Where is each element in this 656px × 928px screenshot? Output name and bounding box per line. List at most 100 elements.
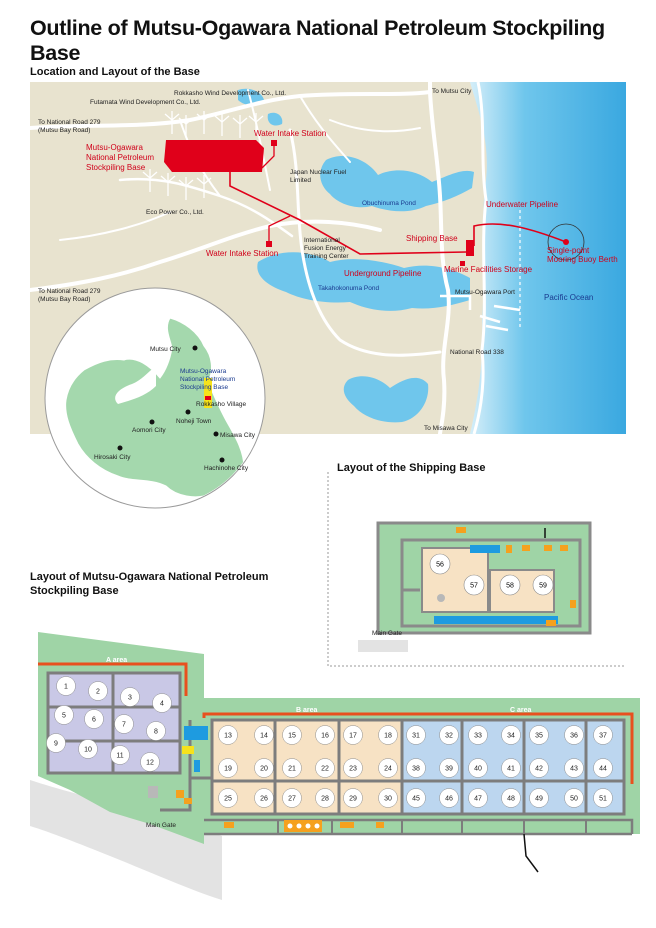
label-to-road-top-1: To National Road 279 xyxy=(38,119,101,126)
tank-number: 35 xyxy=(535,733,543,740)
shipping-building-orange-1 xyxy=(456,527,466,533)
tank-59 xyxy=(532,574,554,596)
tank-12: 12 xyxy=(140,752,160,772)
obuchinuma-pond xyxy=(320,155,474,212)
tank-42: 42 xyxy=(529,758,549,778)
inset-map: Mutsu City Rokkasho Village Noheji Town … xyxy=(44,287,266,509)
tank-15: 15 xyxy=(282,725,302,745)
service-road-dividers xyxy=(277,820,587,834)
inset-base-highlight xyxy=(204,378,212,408)
tank-circle xyxy=(152,693,172,713)
stockpile-main-gate-label: Main Gate xyxy=(146,822,176,829)
tank-45: 45 xyxy=(406,788,426,808)
label-japan-nuclear-1: Japan Nuclear Fuel xyxy=(290,169,347,176)
tank-4: 4 xyxy=(152,693,172,713)
tank-circle xyxy=(439,725,459,745)
intake-pipe-south xyxy=(268,215,291,241)
tank-circle xyxy=(54,705,74,725)
label-obuchinuma-pond: Obuchinuma Pond xyxy=(362,200,416,207)
tank-number: 2 xyxy=(96,689,100,696)
tank-number: 3 xyxy=(128,695,132,702)
tank-number: 37 xyxy=(599,733,607,740)
inset-label-mutsu-city: Mutsu City xyxy=(150,346,181,353)
tank-number: 40 xyxy=(474,766,482,773)
shipping-building-blue-1 xyxy=(470,545,500,553)
tank-49: 49 xyxy=(529,788,549,808)
tank-circle xyxy=(468,788,488,808)
tank-circle xyxy=(529,758,549,778)
tank-number: 14 xyxy=(260,733,268,740)
tank-30: 30 xyxy=(378,788,398,808)
tank-19: 19 xyxy=(218,758,238,778)
tank-circle xyxy=(564,725,584,745)
tank-number: 18 xyxy=(384,733,392,740)
stockpiling-base-marker xyxy=(164,140,264,172)
tank-18: 18 xyxy=(378,725,398,745)
tank-circle xyxy=(593,788,613,808)
tank-number: 10 xyxy=(84,747,92,754)
label-underwater-pipeline: Underwater Pipeline xyxy=(486,200,559,209)
pump-2 xyxy=(296,823,302,829)
tank-circle xyxy=(140,752,160,772)
label-single-point-1: Single-point xyxy=(547,246,590,255)
inset-label-rokkasho-village: Rokkasho Village xyxy=(196,401,246,408)
road-network xyxy=(30,82,451,434)
tank-22: 22 xyxy=(315,758,335,778)
label-water-intake-bottom: Water Intake Station xyxy=(206,249,278,258)
tank-38: 38 xyxy=(406,758,426,778)
tank-circle xyxy=(114,714,134,734)
admin-building-blue xyxy=(184,726,208,740)
tank-number: 29 xyxy=(349,796,357,803)
facility-labels: Water Intake Station Mutsu-Ogawara Natio… xyxy=(86,129,618,278)
tank-circle xyxy=(88,681,108,701)
tank-number: 42 xyxy=(535,766,543,773)
shipping-tanks: 56 57 58 59 xyxy=(429,553,554,596)
tank-number: 46 xyxy=(445,796,453,803)
label-pacific-ocean: Pacific Ocean xyxy=(544,293,593,302)
tank-number: 28 xyxy=(321,796,329,803)
tank-circle xyxy=(218,725,238,745)
tank-26: 26 xyxy=(254,788,274,808)
inset-label-base-line1: Mutsu-Ogawara xyxy=(180,368,227,375)
label-to-road-bottom-1: To National Road 279 xyxy=(38,288,101,295)
stockpile-heading-line1: Layout of Mutsu-Ogawara National Petrole… xyxy=(30,571,269,583)
tank-number: 20 xyxy=(260,766,268,773)
label-intl-fusion-1: International xyxy=(304,237,340,244)
aomori-prefecture-shape xyxy=(65,317,245,498)
tank-circle xyxy=(46,733,66,753)
label-intl-fusion-2: Fusion Energy xyxy=(304,245,347,252)
port-piers xyxy=(440,294,521,332)
shipping-main-gate-label: Main Gate xyxy=(372,630,402,637)
wind-turbines-south xyxy=(142,169,212,200)
tank-circle xyxy=(254,725,274,745)
tank-44: 44 xyxy=(593,758,613,778)
tank-circle xyxy=(468,758,488,778)
tank-circle xyxy=(564,788,584,808)
inset-label-base-line2: National Petroleum xyxy=(180,376,235,383)
tank-number: 15 xyxy=(288,733,296,740)
stockpile-layout: A area B area C area Main Gate 123456789… xyxy=(30,632,640,900)
shipping-building-orange-5 xyxy=(560,545,568,551)
tank-5: 5 xyxy=(54,705,74,725)
label-to-mutsu-city: To Mutsu City xyxy=(432,88,472,95)
buoy-icon xyxy=(563,239,569,245)
shipping-building-orange-4 xyxy=(544,545,552,551)
tank-47: 47 xyxy=(468,788,488,808)
tank-circle xyxy=(593,725,613,745)
tank-36: 36 xyxy=(564,725,584,745)
a-area-boundary xyxy=(38,662,188,696)
pump-1 xyxy=(287,823,293,829)
label-to-road-bottom-2: (Mutsu Bay Road) xyxy=(38,296,90,303)
tank-number: 23 xyxy=(349,766,357,773)
tank-21: 21 xyxy=(282,758,302,778)
bc-area-boundary xyxy=(202,712,634,784)
tank-48: 48 xyxy=(501,788,521,808)
tank-7: 7 xyxy=(114,714,134,734)
pump-station xyxy=(284,820,322,832)
tank-46: 46 xyxy=(439,788,459,808)
stockpile-layout-heading: Layout of Mutsu-Ogawara National Petrole… xyxy=(30,570,268,598)
tank-circle xyxy=(218,758,238,778)
shipping-outer-wall xyxy=(376,521,592,635)
label-base-line1: Mutsu-Ogawara xyxy=(86,143,143,152)
tank-58-label: 58 xyxy=(506,583,514,590)
